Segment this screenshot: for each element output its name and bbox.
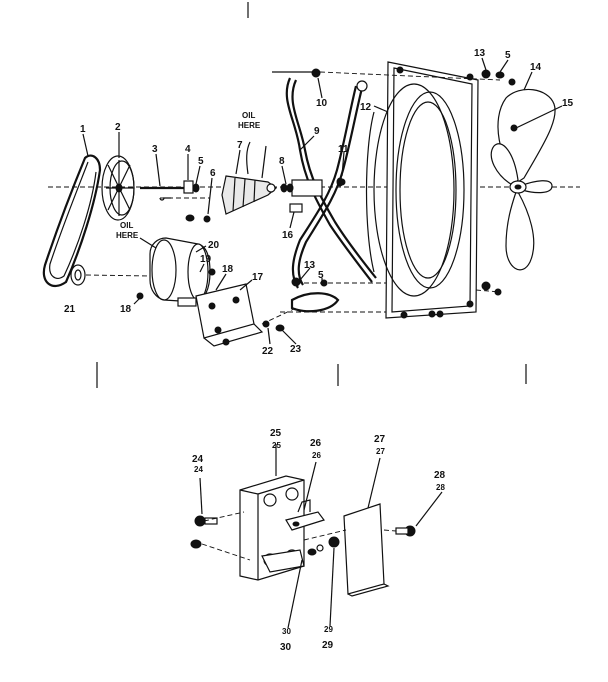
callout-19: 19 [200, 254, 212, 265]
callout-29-dup: 29 [324, 625, 333, 634]
cover-plate-part[interactable] [343, 503, 390, 597]
callout-27: 27 [374, 434, 386, 445]
callout-5b: 5 [505, 50, 511, 61]
motor-mount-part[interactable] [195, 283, 264, 347]
leader-lines-upper [82, 57, 563, 345]
callout-30: 30 [280, 642, 292, 653]
callout-8: 8 [279, 156, 285, 167]
pulley-part[interactable] [101, 155, 135, 221]
callout-16: 16 [282, 230, 294, 241]
callout-11: 11 [338, 144, 349, 155]
oil-note-motor-line1: OIL [120, 221, 133, 230]
housing-hardware-part[interactable] [319, 69, 516, 318]
callout-10: 10 [316, 98, 328, 109]
callout-17: 17 [252, 272, 264, 283]
callout-25: 25 [270, 428, 282, 439]
callout-28-dup: 28 [436, 483, 445, 492]
callout-23: 23 [290, 344, 302, 355]
callout-14: 14 [530, 62, 542, 73]
callout-20: 20 [208, 240, 220, 251]
callout-26-dup: 26 [312, 451, 321, 460]
oil-note-bearing: OIL HERE [238, 111, 261, 130]
callout-9: 9 [314, 126, 320, 137]
callout-21: 21 [64, 304, 76, 315]
callout-5c: 5 [318, 270, 324, 281]
callout-6: 6 [210, 168, 216, 179]
callout-13a: 13 [474, 48, 486, 59]
oil-note-motor: OIL HERE [116, 221, 139, 240]
callout-18a: 18 [222, 264, 234, 275]
callout-28: 28 [434, 470, 446, 481]
callout-30-dup: 30 [282, 627, 291, 636]
motor-part[interactable] [136, 237, 216, 307]
shroud-panel-part[interactable] [365, 61, 479, 319]
callout-18b: 18 [120, 304, 132, 315]
callout-15: 15 [562, 98, 574, 109]
screw-right-part[interactable] [383, 525, 416, 537]
callout-24: 24 [192, 454, 204, 465]
callout-4: 4 [185, 144, 191, 155]
callout-22: 22 [262, 346, 274, 357]
mount-hardware-part[interactable] [261, 307, 297, 332]
callout-2: 2 [115, 122, 121, 133]
washer-part[interactable] [70, 264, 151, 286]
belt-part[interactable] [42, 154, 102, 288]
callout-25-dup: 25 [272, 441, 281, 450]
callout-7: 7 [237, 140, 243, 151]
screw-left-part[interactable] [190, 511, 251, 561]
callouts-lower: 24 24 25 25 26 26 27 27 28 28 30 30 29 2… [192, 428, 446, 653]
callouts-upper: 1 2 3 4 5 6 7 8 9 10 11 12 13 5 14 15 16… [64, 48, 574, 357]
oil-note-motor-line2: HERE [116, 231, 139, 240]
wire-nut-part[interactable] [261, 529, 347, 573]
callout-27-dup: 27 [376, 447, 385, 456]
collar-part[interactable] [159, 180, 211, 223]
callout-26: 26 [310, 438, 322, 449]
leader-lines-lower [199, 444, 443, 629]
callout-12: 12 [360, 102, 372, 113]
fan-blade-part[interactable] [490, 88, 556, 271]
callout-5a: 5 [198, 156, 204, 167]
callout-1: 1 [80, 124, 86, 135]
bearing-housing-part[interactable] [221, 175, 288, 215]
callout-3: 3 [152, 144, 158, 155]
callout-29: 29 [322, 640, 334, 651]
callout-24-dup: 24 [194, 465, 203, 474]
oil-note-bearing-line2: HERE [238, 121, 261, 130]
callout-13b: 13 [304, 260, 316, 271]
oil-note-bearing-line1: OIL [242, 111, 255, 120]
